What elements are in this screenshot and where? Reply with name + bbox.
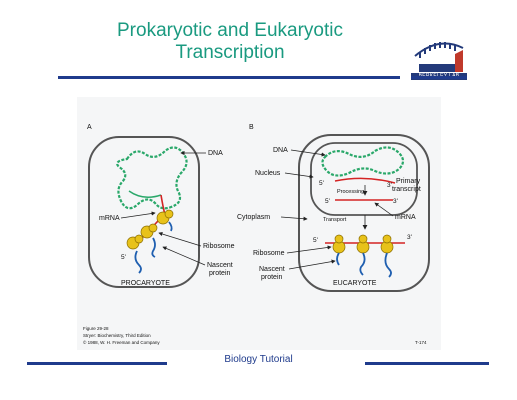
eukaryote-ribosome — [332, 234, 394, 254]
panel-a-letter: A — [87, 124, 92, 131]
panel-b-letter: B — [249, 124, 254, 131]
berkeley-lab-logo: BERKELEY LAB — [411, 32, 467, 80]
footer-rule-left — [27, 362, 167, 365]
prokaryote-ribosome — [126, 209, 174, 250]
label-b-three-a: 3' — [387, 182, 392, 189]
title-line-1: Prokaryotic and Eukaryotic — [117, 20, 343, 41]
eukaryote-nucleus — [310, 142, 418, 216]
prokaryote-mrna — [134, 194, 166, 246]
eukaryote-dna — [321, 146, 405, 177]
credit-line-3: © 1988, W. H. Freeman and Company — [83, 339, 160, 345]
label-a-ribosome: Ribosome — [203, 243, 235, 250]
eukaryote-cell — [298, 134, 430, 292]
title-line-2: Transcription — [175, 42, 285, 63]
label-b-nascent-2: protein — [261, 274, 283, 281]
label-a-five-prime: 5' — [121, 254, 126, 261]
label-a-nascent-1: Nascent — [207, 262, 233, 269]
lab-building-icon — [414, 42, 464, 72]
label-b-five-b: 5' — [325, 198, 330, 205]
label-b-ribosome: Ribosome — [253, 250, 285, 257]
slide-id: T-174 — [415, 340, 427, 345]
primary-transcript — [334, 177, 396, 184]
label-b-three-c: 3' — [407, 234, 412, 241]
label-b-primary-2: transcript — [392, 186, 421, 193]
title-underline — [58, 76, 400, 79]
label-b-three-b: 3' — [393, 198, 398, 205]
prokaryote-dna — [116, 146, 188, 210]
eukaryote-nascent-protein — [336, 252, 392, 278]
credit-line-1: Figure 29-28 — [83, 326, 109, 331]
slide-title: Prokaryotic and Eukaryotic Transcription — [40, 20, 420, 64]
prokaryote-nascent-protein — [134, 221, 173, 274]
logo-underline — [411, 76, 467, 79]
label-a-dna: DNA — [208, 150, 223, 157]
label-b-cytoplasm: Cytoplasm — [237, 214, 270, 221]
label-a-mrna: mRNA — [99, 215, 120, 222]
eukaryote-caption: EUCARYOTE — [333, 280, 377, 287]
transcription-figure: A B DNA mRNA Ribosome Nascent protein 5'… — [77, 97, 441, 350]
label-b-primary-1: Primary — [396, 178, 421, 185]
label-b-mrna: mRNA — [395, 214, 416, 221]
prokaryote-cell — [88, 136, 200, 288]
credit-line-2: Stryer: Biochemistry, Third Edition — [83, 333, 151, 338]
label-b-dna: DNA — [273, 147, 288, 154]
prokaryote-caption: PROCARYOTE — [121, 280, 170, 287]
label-a-nascent-2: protein — [209, 270, 231, 277]
label-b-transport: Transport — [323, 217, 347, 223]
label-b-nucleus: Nucleus — [255, 170, 281, 177]
label-b-nascent-1: Nascent — [259, 266, 285, 273]
footer-rule-right — [365, 362, 489, 365]
label-b-five-c: 5' — [313, 237, 318, 244]
label-b-processing: Processing — [337, 189, 364, 195]
label-b-five-a: 5' — [319, 180, 324, 187]
footer-text: Biology Tutorial — [224, 354, 293, 365]
